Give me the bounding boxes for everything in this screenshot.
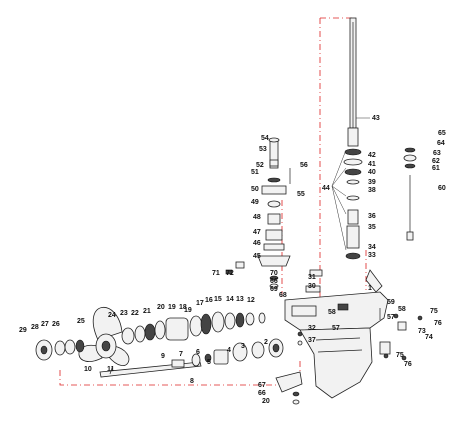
trim-tab [275,371,303,405]
callout-label: 76 [404,361,412,368]
callout-label: 19 [168,304,176,311]
callout-label: 73 [418,328,426,335]
callout-label: 75 [430,308,438,315]
callout-label: 50 [251,186,259,193]
callout-label: 56 [300,162,308,169]
callout-label: 76 [434,320,442,327]
small-hardware [225,261,423,361]
callout-label: 49 [251,199,259,206]
callout-label: 66 [270,278,278,285]
callout-label: 37 [308,337,316,344]
callout-label: 36 [368,213,376,220]
callout-label: 40 [368,169,376,176]
callout-label: 6 [196,349,200,356]
drive-shaft-bearings [343,148,363,260]
callout-label: 13 [236,296,244,303]
callout-label: 54 [261,135,269,142]
callout-label: 75 [396,352,404,359]
callout-label: 38 [368,187,376,194]
callout-label: 65 [438,130,446,137]
callout-label: 34 [368,244,376,251]
callout-label: 59 [387,299,395,306]
callout-label: 52 [256,162,264,169]
gear-and-bearing-stack [121,311,266,345]
callout-label: 33 [368,252,376,259]
callout-label: 18 [179,304,187,311]
callout-label: 70 [270,270,278,277]
callout-label: 63 [433,150,441,157]
callout-label: 41 [368,161,376,168]
callout-label: 20 [262,398,270,405]
callout-label: 21 [143,308,151,315]
callout-label: 42 [368,152,376,159]
callout-label: 53 [259,146,267,153]
callout-label: 39 [368,179,376,186]
callout-label: 3 [241,343,245,350]
callout-label: 10 [84,366,92,373]
callout-label: 44 [322,185,330,192]
clutch-and-pinion [191,338,284,367]
callout-label: 69 [270,286,278,293]
callout-label: 19 [184,307,192,314]
callout-label: 25 [77,318,85,325]
callout-label: 51 [251,169,259,176]
callout-label: 66 [258,390,266,397]
callout-label: 55 [297,191,305,198]
callout-label: 14 [226,296,234,303]
prop-nut-washers [35,339,85,361]
callout-label: 67 [258,382,266,389]
callout-label: 4 [227,347,231,354]
callout-label: 15 [214,296,222,303]
callout-label: 23 [120,310,128,317]
water-tube [403,147,417,241]
callout-label: 2 [264,339,268,346]
callout-label: 29 [19,327,27,334]
callout-label: 35 [368,224,376,231]
callout-label: 71 [212,270,220,277]
callout-label: 58 [328,309,336,316]
callout-label: 7 [179,351,183,358]
callout-label: 62 [432,158,440,165]
callout-label: 68 [279,292,287,299]
callout-label: 24 [108,312,116,319]
propeller [78,306,130,366]
callout-label: 72 [226,270,234,277]
callout-label: 45 [253,253,261,260]
callout-label: 32 [308,325,316,332]
callout-label: 47 [253,229,261,236]
leader-lines [331,117,370,251]
callout-label: 12 [247,297,255,304]
callout-label: 64 [437,140,445,147]
drive-shaft [347,17,359,147]
callout-label: 60 [438,185,446,192]
callout-label: 58 [398,306,406,313]
callout-label: 9 [161,353,165,360]
callout-label: 46 [253,240,261,247]
callout-label: 16 [205,297,213,304]
shift-rod-assembly [257,137,291,289]
callout-label: 61 [432,165,440,172]
callout-label: 22 [131,310,139,317]
callout-label: 11 [107,366,115,373]
callout-label: 74 [425,334,433,341]
callout-labels: 1 2 3 4 5 6 7 8 9 10 11 12 13 14 15 16 1… [19,115,446,405]
gear-case-housing [284,269,389,399]
callout-label: 8 [190,378,194,385]
callout-label: 57 [387,314,395,321]
callout-label: 1 [368,285,372,292]
propeller-shaft [99,359,202,378]
callout-label: 57 [332,325,340,332]
callout-label: 20 [157,304,165,311]
callout-label: 30 [308,283,316,290]
callout-label: 17 [196,300,204,307]
callout-label: 28 [31,324,39,331]
callout-label: 26 [52,321,60,328]
callout-label: 31 [308,274,316,281]
callout-label: 43 [372,115,380,122]
callout-label: 5 [207,359,211,366]
callout-label: 27 [41,321,49,328]
callout-label: 48 [253,214,261,221]
